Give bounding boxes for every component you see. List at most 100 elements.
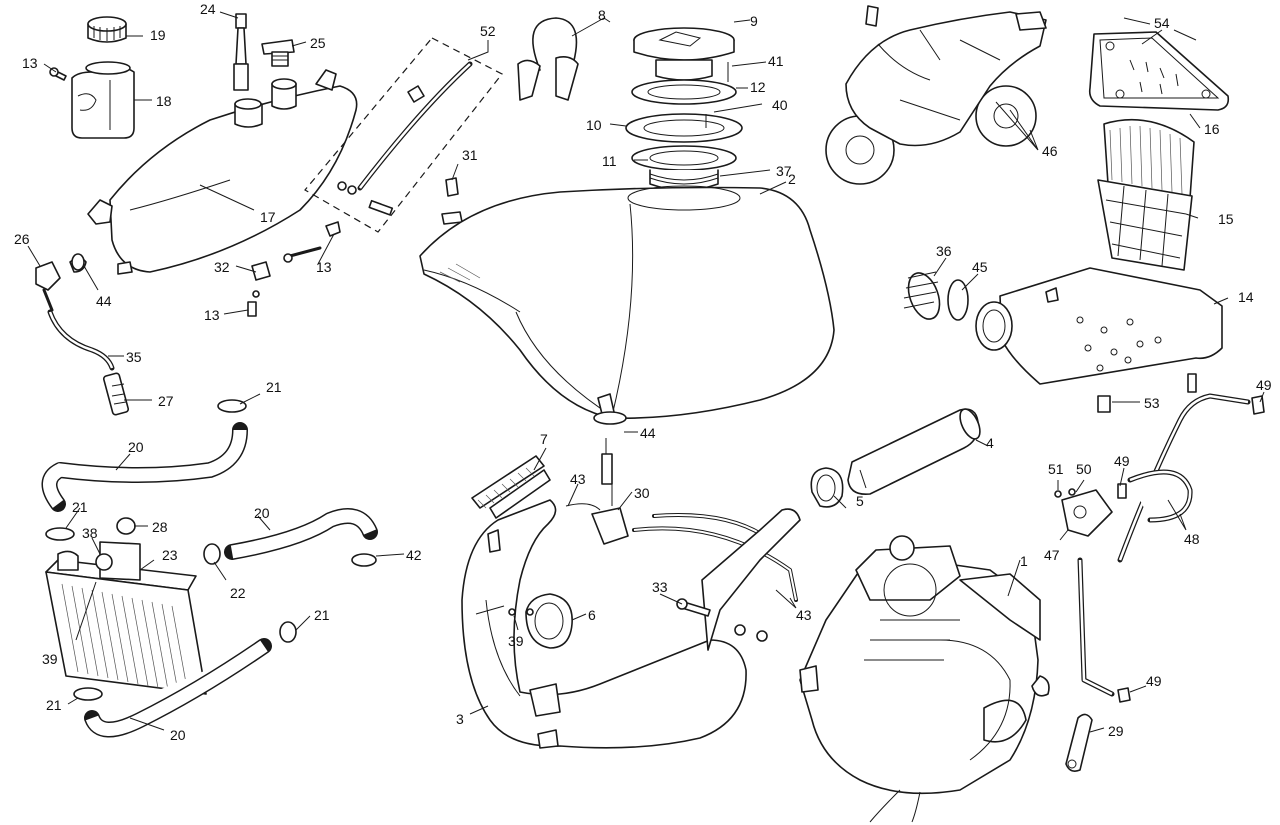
callout-50: 50 <box>1076 461 1092 477</box>
air-box <box>975 267 1223 385</box>
callout-52: 52 <box>480 23 496 39</box>
callout-12: 12 <box>750 79 766 95</box>
selector-lever <box>1065 713 1093 772</box>
callout-31: 31 <box>462 147 478 163</box>
callout-24: 24 <box>200 1 216 17</box>
callout-9: 9 <box>750 13 758 29</box>
callout-36: 36 <box>936 243 952 259</box>
oil-pipe <box>1077 393 1265 703</box>
callout-2: 2 <box>788 171 796 187</box>
expansion-tank-cap <box>87 16 127 43</box>
callout-13-a: 13 <box>22 55 38 71</box>
leader-lines <box>27 11 1265 733</box>
fuel-tap <box>565 438 629 545</box>
callout-49-b: 49 <box>1114 453 1130 469</box>
callout-48: 48 <box>1184 531 1200 547</box>
coolant-hose-lower <box>84 638 272 738</box>
callout-39-b: 39 <box>508 633 524 649</box>
callout-43-b: 43 <box>796 607 812 623</box>
callout-21-c: 21 <box>314 607 330 623</box>
callout-labels: 1 2 3 4 5 6 7 8 9 10 11 12 13 13 13 14 1… <box>14 1 1272 743</box>
exhaust-bolt <box>508 598 768 642</box>
callout-23: 23 <box>162 547 178 563</box>
callout-6: 6 <box>588 607 596 623</box>
callout-4: 4 <box>986 435 994 451</box>
callout-28: 28 <box>152 519 168 535</box>
screws-fuel-cap <box>705 62 729 128</box>
callout-30: 30 <box>634 485 650 501</box>
clip-and-screw <box>247 261 271 317</box>
intake-sleeve <box>903 271 941 320</box>
silencer-clamp <box>810 467 844 508</box>
ignition-keys <box>517 17 579 101</box>
callout-20-a: 20 <box>128 439 144 455</box>
fuel-tank <box>419 185 835 419</box>
callout-20-c: 20 <box>170 727 186 743</box>
fuel-level-sender <box>233 13 249 91</box>
callout-42: 42 <box>406 547 422 563</box>
callout-19: 19 <box>150 27 166 43</box>
callout-46: 46 <box>1042 143 1058 159</box>
callout-35: 35 <box>126 349 142 365</box>
fuel-cap-flange <box>625 113 743 143</box>
callout-15: 15 <box>1218 211 1234 227</box>
hose-clamp <box>593 411 627 425</box>
callout-37: 37 <box>776 163 792 179</box>
exhaust-expansion-chamber <box>461 499 801 749</box>
mount-screws <box>283 177 463 263</box>
breather-tube-group <box>304 37 503 233</box>
callout-14: 14 <box>1238 289 1254 305</box>
callout-8: 8 <box>598 7 606 23</box>
reserve-tank <box>87 69 358 275</box>
engine <box>799 535 1050 823</box>
screw <box>49 67 67 81</box>
callout-44-b: 44 <box>640 425 656 441</box>
petcock-assembly <box>35 257 130 416</box>
callout-26: 26 <box>14 231 30 247</box>
callout-13-b: 13 <box>316 259 332 275</box>
intake-clamp <box>947 279 969 321</box>
callout-47: 47 <box>1044 547 1060 563</box>
callout-25: 25 <box>310 35 326 51</box>
air-filter-element <box>1097 118 1195 271</box>
callout-27: 27 <box>158 393 174 409</box>
exhaust-springs <box>471 455 551 519</box>
callout-1: 1 <box>1020 553 1028 569</box>
callout-16: 16 <box>1204 121 1220 137</box>
callout-41: 41 <box>768 53 784 69</box>
callout-45: 45 <box>972 259 988 275</box>
callout-5: 5 <box>856 493 864 509</box>
callout-3: 3 <box>456 711 464 727</box>
callout-29: 29 <box>1108 723 1124 739</box>
oil-pump <box>1054 483 1127 537</box>
callout-7: 7 <box>540 431 548 447</box>
callout-20-b: 20 <box>254 505 270 521</box>
callout-10: 10 <box>586 117 602 133</box>
callout-21-a: 21 <box>266 379 282 395</box>
callout-38: 38 <box>82 525 98 541</box>
callout-21-b: 21 <box>72 499 88 515</box>
silencer <box>847 408 981 496</box>
expansion-tank <box>71 61 135 139</box>
callout-18: 18 <box>156 93 172 109</box>
callout-13-c: 13 <box>204 307 220 323</box>
fuel-cap-seal <box>631 79 737 105</box>
callout-44-a: 44 <box>96 293 112 309</box>
callout-54: 54 <box>1154 15 1170 31</box>
callout-11: 11 <box>602 153 617 169</box>
radiator-plug <box>116 517 136 535</box>
air-filter-cover <box>1088 31 1230 111</box>
radiator <box>45 541 207 695</box>
fuel-hose <box>632 513 798 602</box>
callout-17: 17 <box>260 209 276 225</box>
callout-32: 32 <box>214 259 230 275</box>
exhaust-gasket <box>525 593 573 649</box>
coolant-hose-middle <box>224 508 378 560</box>
callout-49-c: 49 <box>1146 673 1162 689</box>
callout-22: 22 <box>230 585 246 601</box>
fuel-cap-base-ring <box>631 145 737 191</box>
callout-40: 40 <box>772 97 788 113</box>
motorcycle-illustration <box>825 5 1047 185</box>
hose-clamps <box>45 253 377 701</box>
